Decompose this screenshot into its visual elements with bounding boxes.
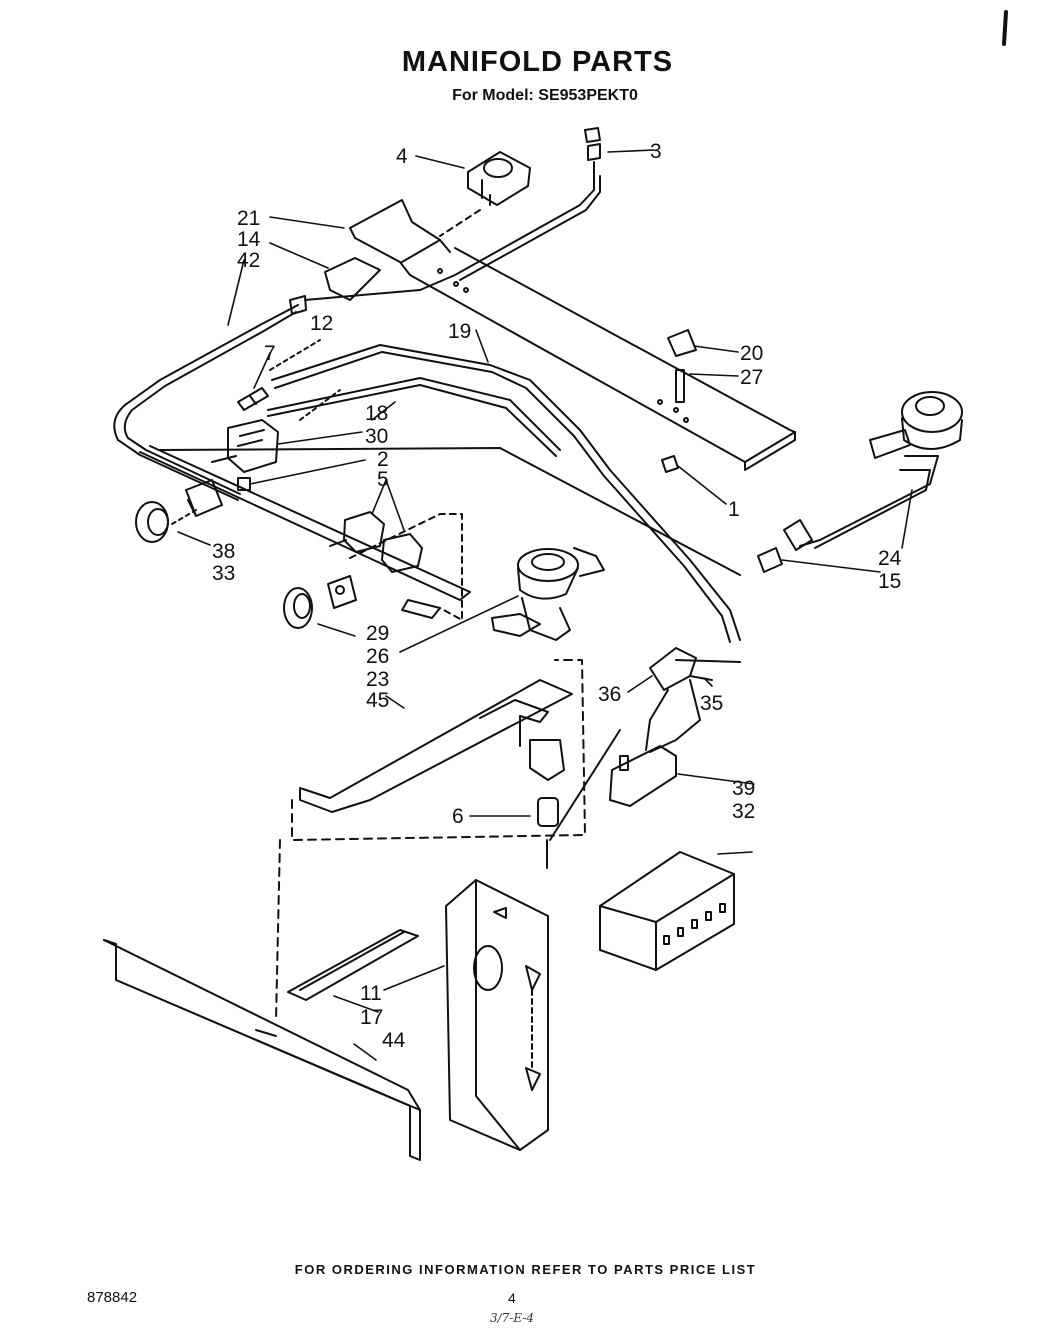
label-part-2: 2 — [377, 448, 389, 471]
knob-two-drawing — [283, 575, 357, 629]
burner-fitting-drawing — [757, 547, 783, 573]
label-part-30: 30 — [365, 425, 388, 448]
manifold-pipe-drawing — [113, 289, 421, 501]
label-part-15: 15 — [878, 570, 901, 593]
label-part-3: 3 — [650, 140, 662, 163]
igniter-switch-drawing — [609, 647, 741, 807]
rear-rail-drawing — [159, 447, 741, 576]
label-part-26: 26 — [366, 645, 389, 668]
handwritten-note: 3/7-E-4 — [490, 1311, 535, 1325]
front-rail-drawing — [139, 445, 471, 601]
bracket-screw-drawing — [667, 329, 697, 403]
label-part-32: 32 — [732, 800, 755, 823]
oven-burner-drawing — [783, 391, 963, 551]
label-part-38: 38 — [212, 540, 235, 563]
label-part-20: 20 — [740, 342, 763, 365]
label-part-44: 44 — [382, 1029, 406, 1052]
label-part-27: 27 — [740, 366, 763, 389]
page-title: MANIFOLD PARTS — [401, 46, 674, 78]
leader-lines — [177, 149, 913, 1061]
label-part-5: 5 — [377, 468, 389, 491]
label-part-42: 42 — [237, 249, 260, 272]
label-part-6: 6 — [452, 805, 464, 828]
label-part-4: 4 — [396, 145, 408, 168]
ordering-note: FOR ORDERING INFORMATION REFER TO PARTS … — [294, 1262, 757, 1277]
label-part-23: 23 — [366, 668, 389, 691]
front-panel-drawing — [103, 839, 421, 1161]
corner-mark — [1002, 10, 1008, 46]
label-part-35: 35 — [700, 692, 723, 715]
orifice-fitting-drawing — [237, 387, 269, 411]
label-part-24: 24 — [878, 547, 902, 570]
label-part-45: 45 — [366, 689, 389, 712]
label-part-36: 36 — [598, 683, 621, 706]
model-subtitle: For Model: SE953PEKT0 — [452, 87, 638, 104]
label-part-14: 14 — [237, 228, 261, 251]
label-part-17: 17 — [360, 1006, 383, 1029]
label-part-39: 39 — [732, 777, 755, 800]
document-number: 878842 — [87, 1289, 138, 1306]
spark-module-drawing — [599, 851, 735, 971]
label-part-12: 12 — [310, 312, 333, 335]
channel-drawing — [287, 929, 419, 1001]
clip-drawing — [324, 257, 381, 301]
label-part-29: 29 — [366, 622, 389, 645]
label-part-33: 33 — [212, 562, 235, 585]
label-part-21: 21 — [237, 207, 260, 230]
label-part-7: 7 — [264, 342, 276, 365]
small-clip-drawing — [661, 455, 679, 473]
top-burner-drawing — [491, 547, 605, 641]
label-part-19: 19 — [448, 320, 471, 343]
burner-tubes-drawing — [267, 339, 741, 643]
label-part-1: 1 — [728, 498, 740, 521]
label-part-11: 11 — [360, 982, 382, 1005]
burner-bracket-drawing — [291, 659, 621, 869]
knob-drawing — [135, 479, 223, 543]
label-part-18: 18 — [365, 402, 388, 425]
page-number: 4 — [508, 1290, 516, 1306]
fitting-drawing — [439, 151, 531, 237]
bolt-line-drawing — [419, 127, 601, 291]
valves-pair-drawing — [329, 511, 463, 621]
shield-drawing — [445, 879, 549, 1151]
